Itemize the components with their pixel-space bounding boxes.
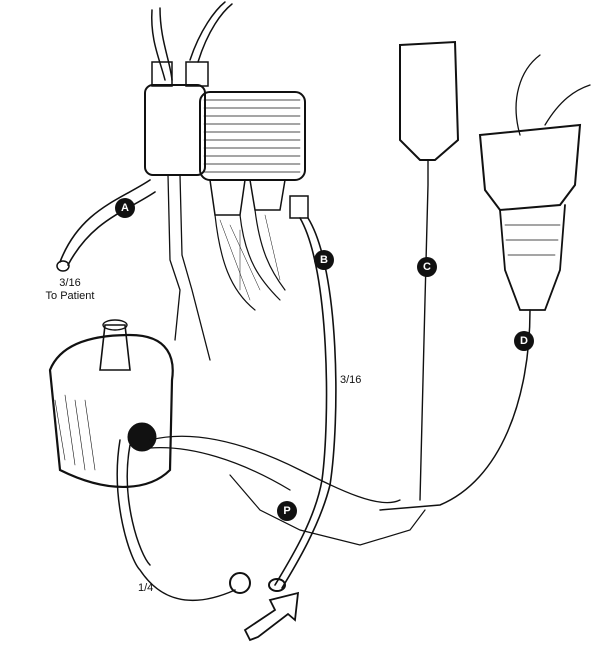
tube-b [274, 217, 337, 589]
tube-b-end [268, 578, 286, 592]
patient-text-label: To Patient [45, 290, 95, 302]
marker-b: B [314, 250, 334, 270]
pump-outlet-size-label: 1/4 [138, 582, 154, 594]
patient-tube-end [56, 260, 70, 272]
patient-size-label: 3/16 [59, 277, 81, 289]
marker-c: C [417, 257, 437, 277]
marker-d: D [514, 331, 534, 351]
top-tube-right [189, 1, 233, 63]
line-down [167, 174, 211, 361]
pump [48, 319, 426, 602]
flow-arrow [243, 591, 300, 642]
tube-b-size-label: 3/16 [340, 374, 362, 386]
pump-outlet-connector [229, 572, 251, 594]
marker-a: A [115, 198, 135, 218]
iv-bag [399, 40, 460, 501]
patient-tube [59, 179, 156, 266]
reservoir [379, 54, 591, 511]
patient-label: 3/16 To Patient [30, 277, 110, 303]
oxygenator [144, 61, 309, 311]
marker-p: P [277, 501, 297, 521]
top-tube-left [151, 7, 173, 81]
